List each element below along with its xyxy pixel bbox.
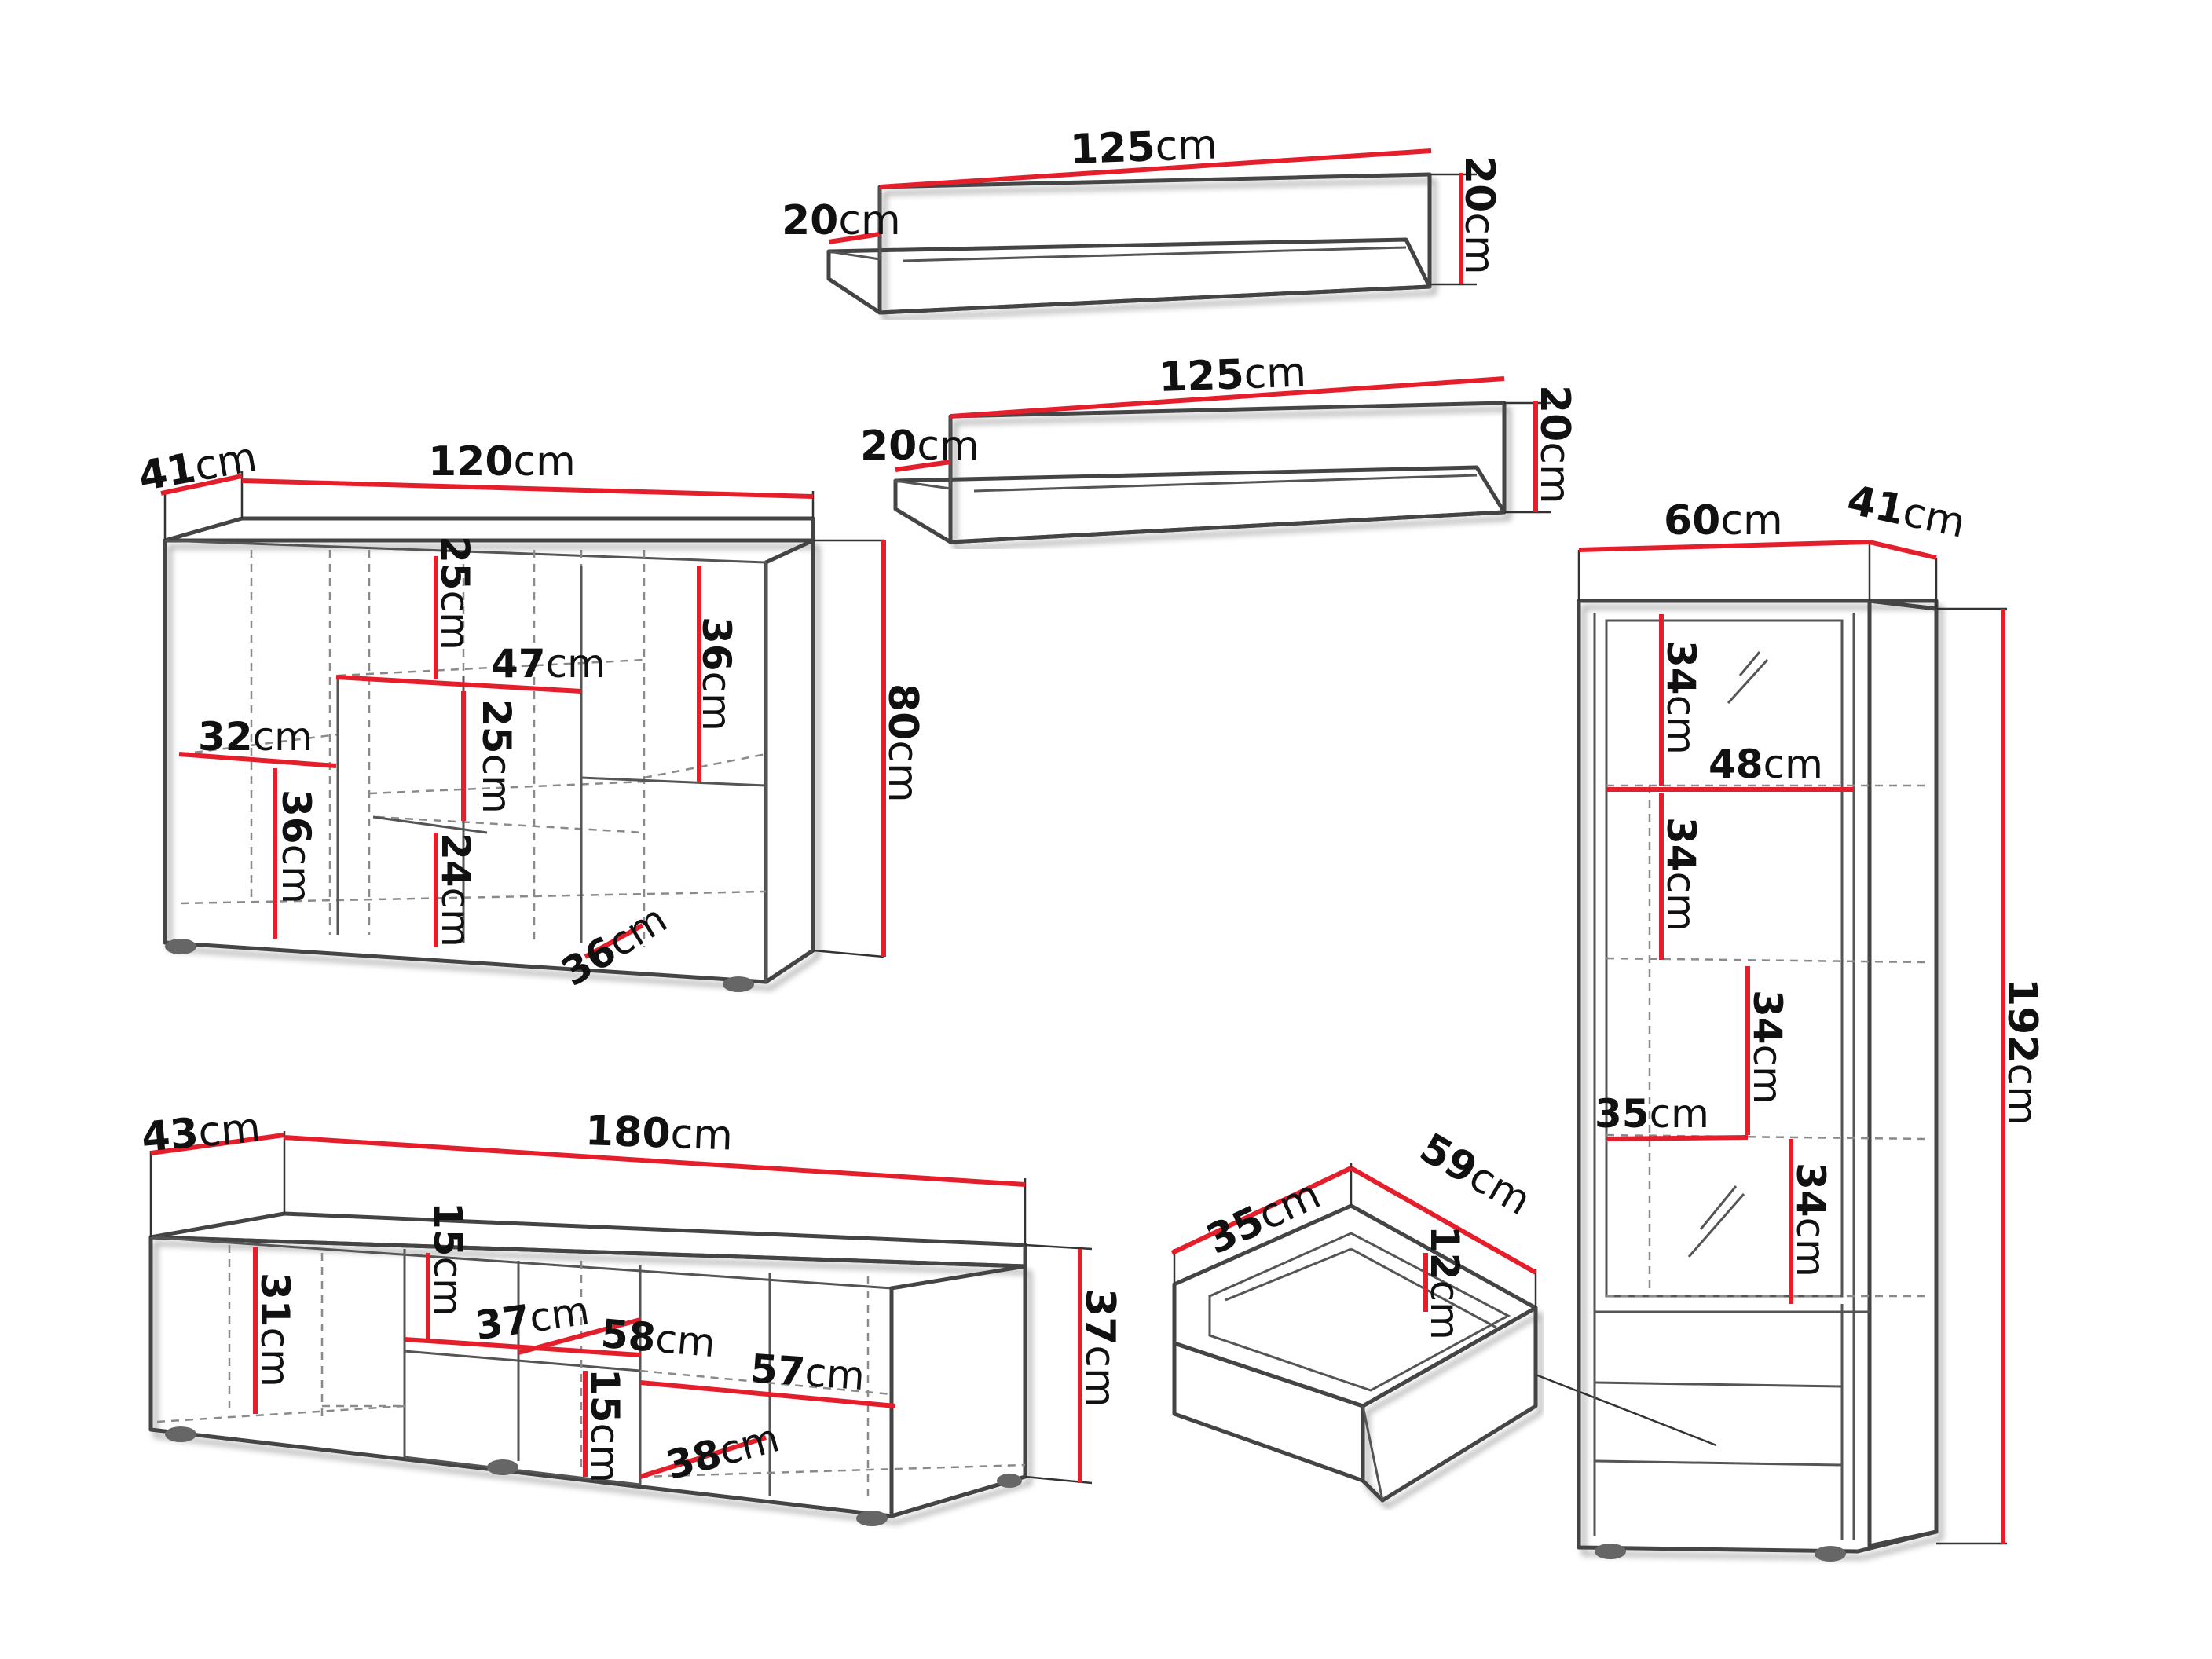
- drawer-depth-label: 35cm: [1199, 1171, 1328, 1264]
- sideboard-depth-label: 41cm: [135, 434, 261, 500]
- sideboard-height-label: 80cm: [879, 683, 926, 803]
- sideboard-left-niche-width-label: 32cm: [198, 714, 313, 760]
- tv-stand-shelf-depth-label: 58cm: [599, 1311, 717, 1366]
- shelf-bottom-length-label: 125cm: [1158, 349, 1307, 401]
- tv-stand-left-compartment-label: 31cm: [252, 1273, 298, 1387]
- shelf-top-depth-label: 20cm: [782, 197, 901, 244]
- tv-stand-depth-label: 43cm: [140, 1104, 262, 1162]
- cabinet-section-3-label: 34cm: [1745, 990, 1790, 1104]
- tv-stand-width-label: 180cm: [584, 1108, 734, 1160]
- sideboard-inner-top-left-label: 25cm: [432, 536, 478, 650]
- tv-stand-right-width-label: 57cm: [749, 1346, 866, 1399]
- shelf-top-height-label: 20cm: [1456, 156, 1503, 275]
- shelf-bottom-depth-label: 20cm: [860, 423, 980, 470]
- tv-stand: [148, 1131, 1093, 1526]
- cabinet-height-label: 192cm: [1998, 978, 2045, 1126]
- cabinet-section-2-label: 34cm: [1658, 817, 1704, 932]
- tv-stand-height-label: 37cm: [1076, 1288, 1123, 1408]
- drawer-height-label: 12cm: [1422, 1225, 1467, 1340]
- sideboard-niche-height-label: 25cm: [474, 699, 519, 814]
- cabinet-dimensions: 60cm 41cm 192cm 34cm 48cm 34cm 34cm 35cm…: [1578, 477, 2045, 1544]
- cabinet-width-label: 60cm: [1664, 497, 1783, 544]
- sideboard-middle-lower-label: 24cm: [433, 833, 478, 947]
- cabinet-section-4-label: 34cm: [1788, 1163, 1833, 1277]
- shelf-top-length-label: 125cm: [1069, 122, 1218, 174]
- cabinet-section-1-label: 34cm: [1658, 640, 1704, 755]
- drawer-dimensions: 35cm 59cm 12cm: [1170, 1124, 1717, 1447]
- cabinet-depth-label: 41cm: [1843, 477, 1969, 548]
- sideboard-left-lower-label: 36cm: [273, 789, 319, 904]
- tv-stand-dimensions: 43cm 180cm 37cm 31cm 15cm 37cm 58cm 57cm…: [140, 1104, 1123, 1489]
- shelf-bottom-dimensions: 125cm 20cm 20cm: [860, 349, 1578, 512]
- wall-shelf-top: [826, 172, 1477, 315]
- sideboard-right-lower-label: 36cm: [554, 896, 675, 995]
- tv-stand-bottom-niche-depth-label: 38cm: [661, 1415, 784, 1489]
- wall-shelf-bottom: [893, 401, 1551, 544]
- sideboard-width-label: 120cm: [428, 438, 576, 485]
- sideboard-inner-top-right-label: 36cm: [694, 617, 739, 731]
- cabinet-inner-width-label: 48cm: [1708, 742, 1823, 787]
- drawer-width-label: 59cm: [1412, 1124, 1538, 1225]
- tv-stand-top-niche-height-label: 15cm: [425, 1202, 471, 1317]
- shelf-top-dimensions: 125cm 20cm 20cm: [782, 122, 1503, 284]
- sideboard-niche-width-label: 47cm: [491, 641, 606, 687]
- display-cabinet: [1577, 542, 2007, 1562]
- tv-stand-bottom-niche-height-label: 15cm: [582, 1368, 628, 1483]
- cabinet-shelf-depth-label: 35cm: [1595, 1091, 1709, 1137]
- shelf-bottom-height-label: 20cm: [1531, 385, 1578, 504]
- tv-stand-top-niche-width-label: 37cm: [472, 1287, 591, 1349]
